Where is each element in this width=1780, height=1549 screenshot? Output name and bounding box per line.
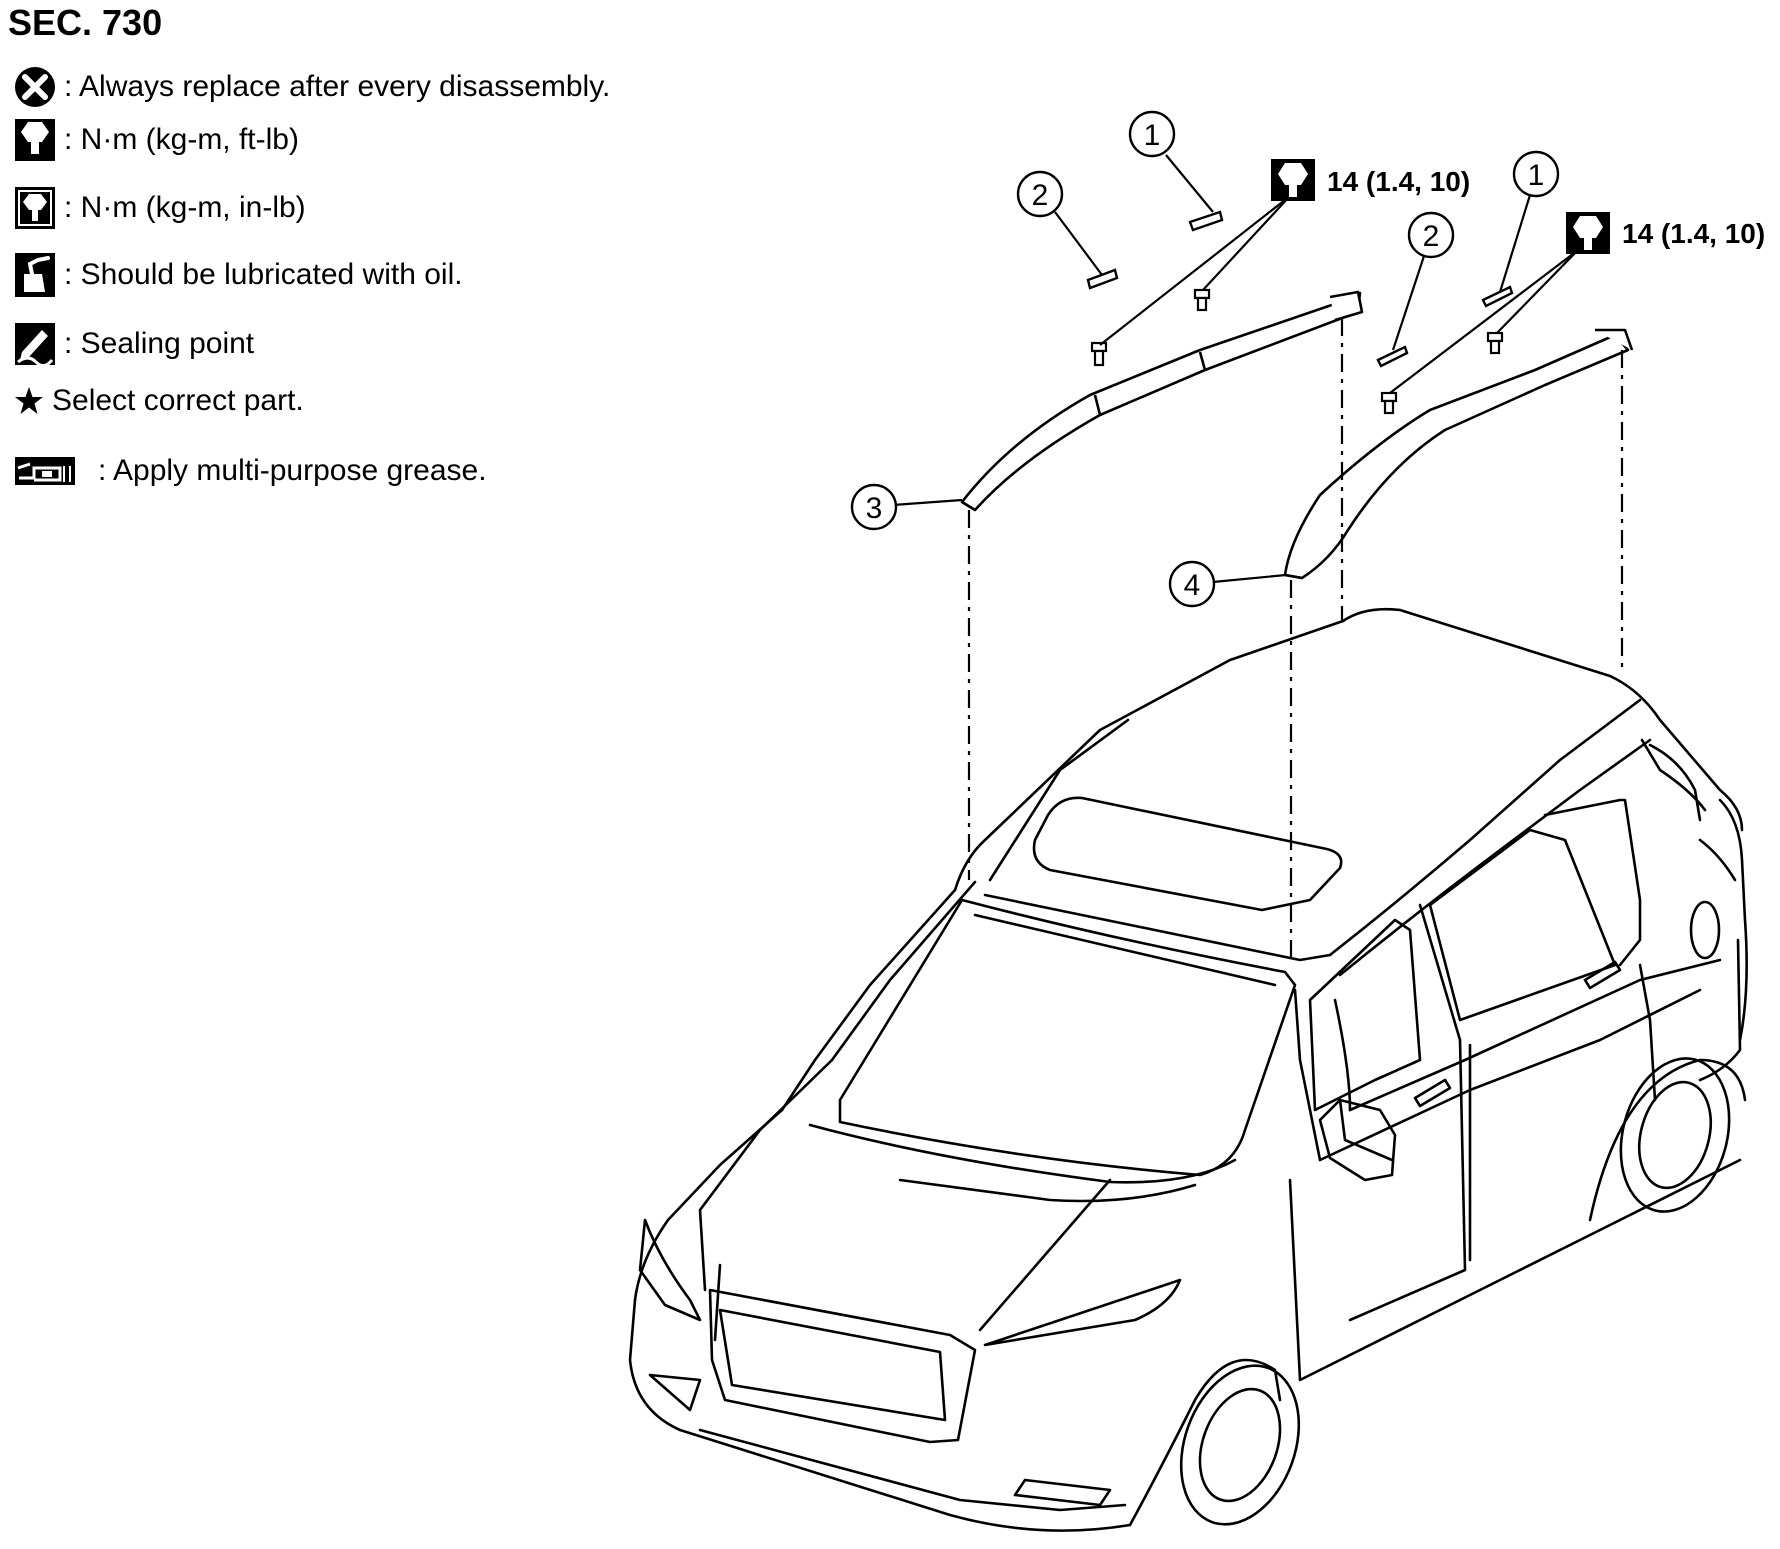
cap-2-left (1086, 268, 1119, 290)
always-replace-icon (15, 67, 55, 107)
legend-item-oil: : Should be lubricated with oil. (14, 252, 463, 298)
callout-2-right: 2 (1407, 211, 1455, 259)
torque-spec-left: 14 (1.4, 10) (1271, 159, 1470, 201)
torque-ft-lb-icon (1566, 212, 1610, 254)
legend-item-grease: : Apply multi-purpose grease. (14, 454, 487, 488)
callout-2-left: 2 (1016, 170, 1064, 218)
torque-spec-right: 14 (1.4, 10) (1566, 212, 1765, 254)
star-icon (15, 387, 43, 414)
roof-rail-left (960, 290, 1364, 512)
legend-text: : Sealing point (64, 327, 255, 360)
vehicle-illustration (628, 607, 1748, 1532)
svg-text:2: 2 (1423, 220, 1440, 253)
svg-text:1: 1 (1528, 159, 1545, 192)
legend-text: : Always replace after every disassembly… (64, 70, 611, 103)
torque-ft-lb-icon (1271, 159, 1315, 201)
cover-1-left (1188, 210, 1224, 232)
legend-text: : Apply multi-purpose grease. (98, 454, 487, 487)
legend-item-always-replace: : Always replace after every disassembly… (14, 66, 610, 108)
bolt-left-a (1090, 341, 1108, 367)
oil-can-icon (15, 253, 55, 297)
bolt-right-a (1380, 391, 1398, 415)
legend-item-select-part: Select correct part. (14, 384, 304, 418)
grease-gun-icon (15, 457, 75, 485)
roof-rail-right (1283, 328, 1634, 580)
callout-1-right: 1 (1512, 150, 1560, 198)
legend-text: : N·m (kg-m, in-lb) (64, 191, 306, 224)
sealing-point-icon (15, 323, 55, 366)
torque-in-lb-icon (15, 187, 55, 229)
legend-item-torque-ft-lb: : N·m (kg-m, ft-lb) (14, 118, 299, 162)
callout-4: 4 (1168, 560, 1216, 608)
callout-1-left: 1 (1128, 110, 1176, 158)
legend-item-sealing: : Sealing point (14, 322, 254, 366)
section-title: SEC. 730 (8, 2, 163, 43)
legend-item-torque-in-lb: : N·m (kg-m, in-lb) (14, 186, 306, 230)
legend-text: Select correct part. (52, 384, 304, 417)
leader-lines (892, 154, 1579, 584)
svg-text:1: 1 (1144, 119, 1161, 152)
torque-ft-lb-icon (15, 119, 55, 161)
bolt-group (1090, 288, 1504, 415)
bolt-left-b (1193, 288, 1211, 312)
alignment-dashed-lines (967, 318, 1624, 960)
svg-text:2: 2 (1032, 179, 1049, 212)
svg-text:3: 3 (866, 492, 883, 525)
svg-text:4: 4 (1184, 569, 1201, 602)
legend-text: : N·m (kg-m, ft-lb) (64, 123, 299, 156)
callout-3: 3 (850, 483, 898, 531)
svg-text:14 (1.4, 10): 14 (1.4, 10) (1622, 218, 1765, 249)
legend-text: : Should be lubricated with oil. (64, 258, 463, 291)
svg-text:14 (1.4, 10): 14 (1.4, 10) (1327, 166, 1470, 197)
bolt-right-b (1486, 331, 1504, 355)
cap-2-right (1376, 345, 1409, 368)
